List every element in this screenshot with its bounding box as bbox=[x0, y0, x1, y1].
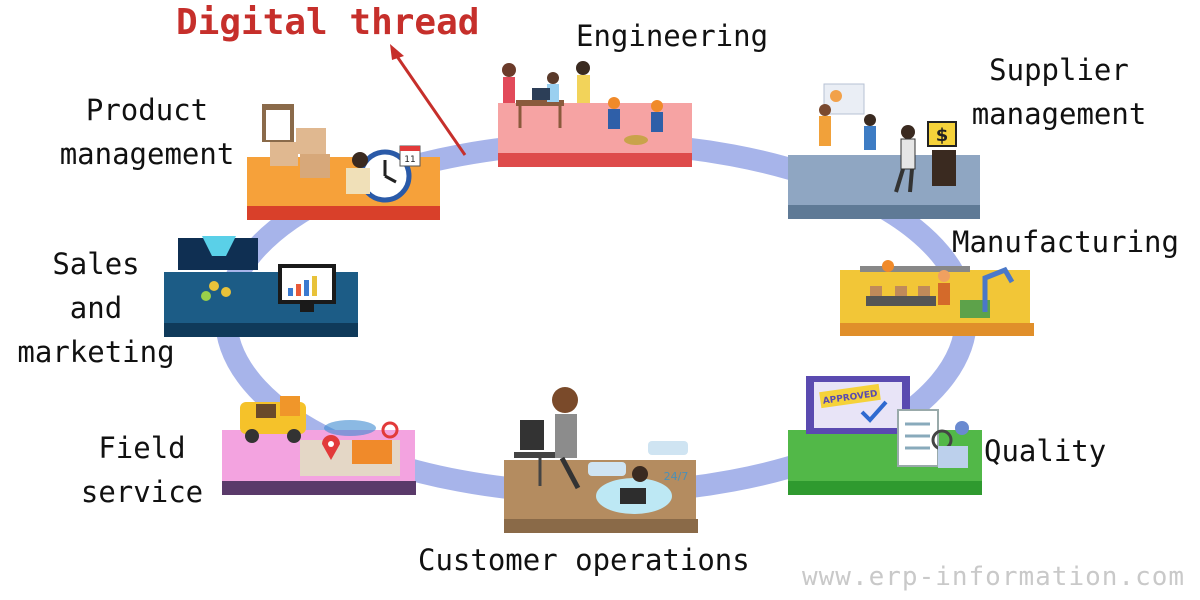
sales-label: Sales and marketing bbox=[6, 242, 186, 374]
engineering-platform bbox=[498, 61, 692, 167]
approved-checklist-icon: APPROVED bbox=[806, 376, 969, 468]
product-label-line2: management bbox=[59, 137, 235, 171]
supplier-delivery-icon: $ bbox=[819, 83, 957, 193]
field-label-line2: service bbox=[80, 475, 204, 509]
quality-label-text: Quality bbox=[984, 434, 1107, 468]
manufacturing-platform bbox=[840, 260, 1034, 336]
product-platform: 11 bbox=[247, 104, 440, 220]
diagram-title: Digital thread bbox=[176, 2, 480, 43]
svg-text:24/7: 24/7 bbox=[664, 470, 689, 483]
manufacturing-label: Manufacturing bbox=[952, 220, 1179, 264]
product-label-line1: Product bbox=[85, 93, 209, 127]
delivery-truck-map-icon bbox=[240, 396, 400, 476]
engineering-label-text: Engineering bbox=[576, 19, 769, 53]
quality-platform: APPROVED bbox=[788, 376, 982, 495]
field-platform bbox=[222, 396, 416, 495]
engineering-label: Engineering bbox=[576, 14, 768, 58]
svg-text:11: 11 bbox=[404, 155, 415, 165]
svg-text:$: $ bbox=[936, 125, 949, 146]
customer-label: Customer operations bbox=[418, 538, 750, 582]
field-label-line1: Field bbox=[98, 431, 186, 465]
customer-support-icon: 24/7 bbox=[514, 387, 688, 514]
customer-platform: 24/7 bbox=[504, 387, 698, 533]
product-label: Product management bbox=[50, 88, 244, 176]
factory-conveyor-icon bbox=[860, 260, 1015, 318]
sales-funnel-dashboard-icon bbox=[178, 236, 336, 312]
supplier-platform: $ bbox=[788, 83, 980, 219]
manufacturing-label-text: Manufacturing bbox=[952, 225, 1179, 259]
field-label: Field service bbox=[62, 426, 222, 514]
customer-label-text: Customer operations bbox=[418, 543, 750, 577]
sales-platform bbox=[164, 236, 358, 337]
product-planning-icon: 11 bbox=[262, 104, 421, 203]
engineering-team-icon bbox=[502, 61, 663, 145]
sales-label-line3: marketing bbox=[17, 335, 175, 369]
supplier-label-line1: Supplier bbox=[989, 53, 1129, 87]
watermark: www.erp-information.com bbox=[802, 562, 1186, 592]
quality-label: Quality bbox=[984, 429, 1106, 473]
sales-label-line2: and bbox=[69, 291, 123, 325]
sales-label-line1: Sales bbox=[52, 247, 140, 281]
supplier-label-line2: management bbox=[971, 97, 1147, 131]
supplier-label: Supplier management bbox=[962, 48, 1156, 136]
title-arrow bbox=[390, 44, 467, 156]
